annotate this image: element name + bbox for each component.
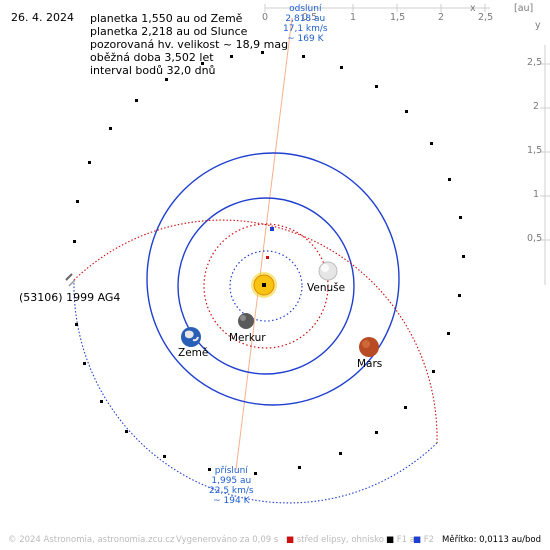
footer-copyright: © 2024 Astronomia, astronomia.zcu.cz <box>8 535 175 545</box>
f2-marker-icon: ■ <box>413 535 422 545</box>
venus-label: Venuše <box>307 282 346 294</box>
earth-orbit <box>177 197 355 375</box>
right-axis-tick-3: 1 <box>533 189 540 200</box>
footer-legend-center-text: střed elipsy, ohnisko <box>296 535 384 545</box>
right-axis-y-label: y <box>535 20 541 31</box>
info-line-interval: interval bodů 32,0 dnů <box>90 64 216 77</box>
top-axis-unit: [au] <box>514 3 534 14</box>
top-axis-tick-3: 1,5 <box>390 12 406 23</box>
apsis-line <box>235 17 293 471</box>
venus-orbit <box>203 223 329 349</box>
footer-render-time: Vygenerováno za 0,09 s <box>176 535 279 545</box>
mars-label: Mars <box>357 358 383 370</box>
mars-icon <box>359 337 379 357</box>
top-axis-tick-0: 0 <box>262 12 269 23</box>
sun-icon <box>251 272 277 298</box>
asteroid-interval-dots <box>73 51 465 475</box>
right-axis-tick-0: 2,5 <box>527 57 543 68</box>
asteroid-orbit-north <box>73 219 438 444</box>
perihelion-velocity: 22,5 km/s <box>209 486 254 496</box>
perihelion-temperature: ~ 194 K <box>213 496 250 506</box>
center-marker-icon: ■ <box>286 535 295 545</box>
right-axis-tick-2: 1,5 <box>527 145 543 156</box>
top-axis-ticks <box>264 4 486 12</box>
footer-legend-f2-text: F2 <box>423 535 435 545</box>
f1-marker-icon: ■ <box>386 535 395 545</box>
info-line-distance-sun: planetka 2,218 au od Slunce <box>90 25 248 38</box>
mars-orbit <box>146 152 400 406</box>
perihelion-title: přísluní <box>214 466 248 476</box>
mercury-icon <box>238 313 254 329</box>
aphelion-label: odsluní 2,818 au 17,1 km/s ~ 169 K <box>283 4 328 44</box>
right-axis-tick-1: 2 <box>533 101 540 112</box>
venus-icon <box>318 261 338 281</box>
mercury-orbit <box>229 250 303 322</box>
footer-legend-f2: ■ F2 <box>413 535 434 545</box>
top-axis-tick-2: 1 <box>350 12 357 23</box>
asteroid-orbit-south <box>73 279 438 504</box>
asteroid-name-label: (53106) 1999 AG4 <box>19 291 121 304</box>
aphelion-temperature: ~ 169 K <box>287 34 324 44</box>
info-line-period: oběžná doba 3,502 let <box>90 51 214 64</box>
orbit-center-marker <box>270 227 274 231</box>
footer-legend-f1: ■ F1 a <box>386 535 415 545</box>
asteroid-icon <box>65 273 76 287</box>
mercury-label: Merkur <box>229 332 266 344</box>
footer-legend-f1-text: F1 a <box>396 535 415 545</box>
info-line-distance-earth: planetka 1,550 au od Země <box>90 12 243 25</box>
aphelion-title: odsluní <box>289 4 322 14</box>
aphelion-distance: 2,818 au <box>285 14 326 24</box>
right-axis-ticks <box>540 63 550 241</box>
right-axis-tick-4: 0,5 <box>527 233 543 244</box>
date-label: 26. 4. 2024 <box>11 11 74 24</box>
top-axis-tick-4: 2 <box>438 12 445 23</box>
perihelion-label: přísluní 1,995 au 22,5 km/s ~ 194 K <box>209 466 254 506</box>
top-axis-tick-5: 2,5 <box>478 12 494 23</box>
top-axis-x-label: x <box>470 3 476 14</box>
earth-label: Země <box>178 347 209 359</box>
top-axis-tick-1: 0,5 <box>302 12 318 23</box>
info-line-magnitude: pozorovaná hv. velikost ~ 18,9 mag <box>90 38 289 51</box>
footer-legend-center: ■ střed elipsy, ohnisko <box>286 535 384 545</box>
footer-scale: Měřítko: 0,0113 au/bod <box>442 535 542 545</box>
earth-icon <box>181 327 201 347</box>
aphelion-velocity: 17,1 km/s <box>283 24 328 34</box>
focus-marker <box>266 256 269 259</box>
perihelion-distance: 1,995 au <box>211 476 252 486</box>
